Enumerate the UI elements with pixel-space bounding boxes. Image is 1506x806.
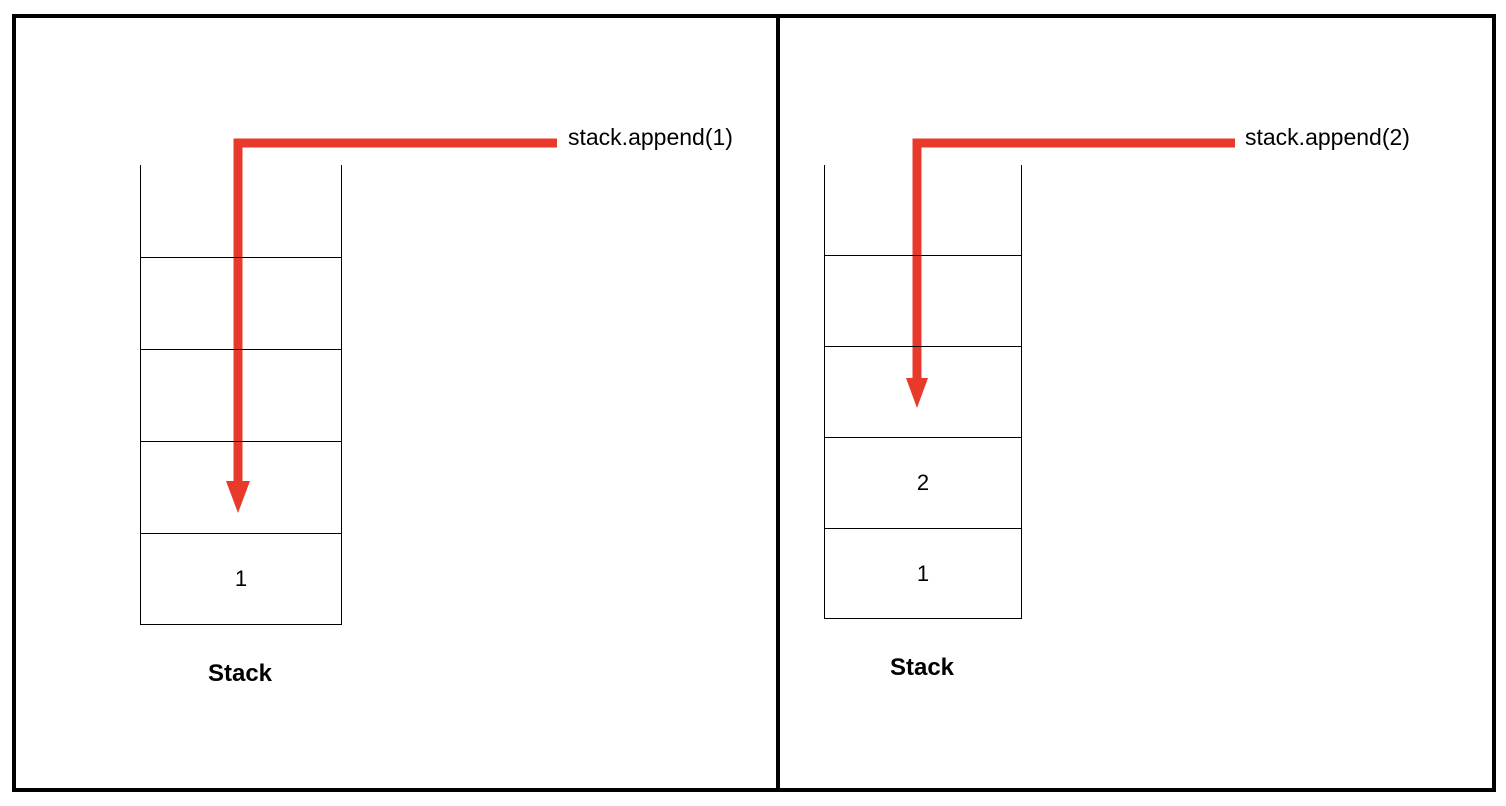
stack-slot-3: [824, 346, 1022, 437]
stack-slot-5: [824, 165, 1022, 255]
stack-caption: Stack: [207, 660, 273, 687]
operation-label: stack.append(1): [568, 124, 733, 150]
stack-slot-4: [824, 255, 1022, 346]
stack-slot-2: 2: [824, 437, 1022, 528]
stack-caption: Stack: [889, 654, 955, 681]
stack-slot-5: [140, 165, 342, 257]
panel-append-2: 2 1 Stack stack.append(2): [776, 14, 1496, 792]
stack-slot-4: [140, 257, 342, 349]
stack-slot-2: [140, 441, 342, 533]
stack-slot-3: [140, 349, 342, 441]
panel-append-1: 1 Stack stack.append(1): [12, 14, 782, 792]
stack-slot-1: 1: [824, 528, 1022, 619]
stack-slot-1: 1: [140, 533, 342, 625]
operation-label: stack.append(2): [1245, 124, 1410, 150]
